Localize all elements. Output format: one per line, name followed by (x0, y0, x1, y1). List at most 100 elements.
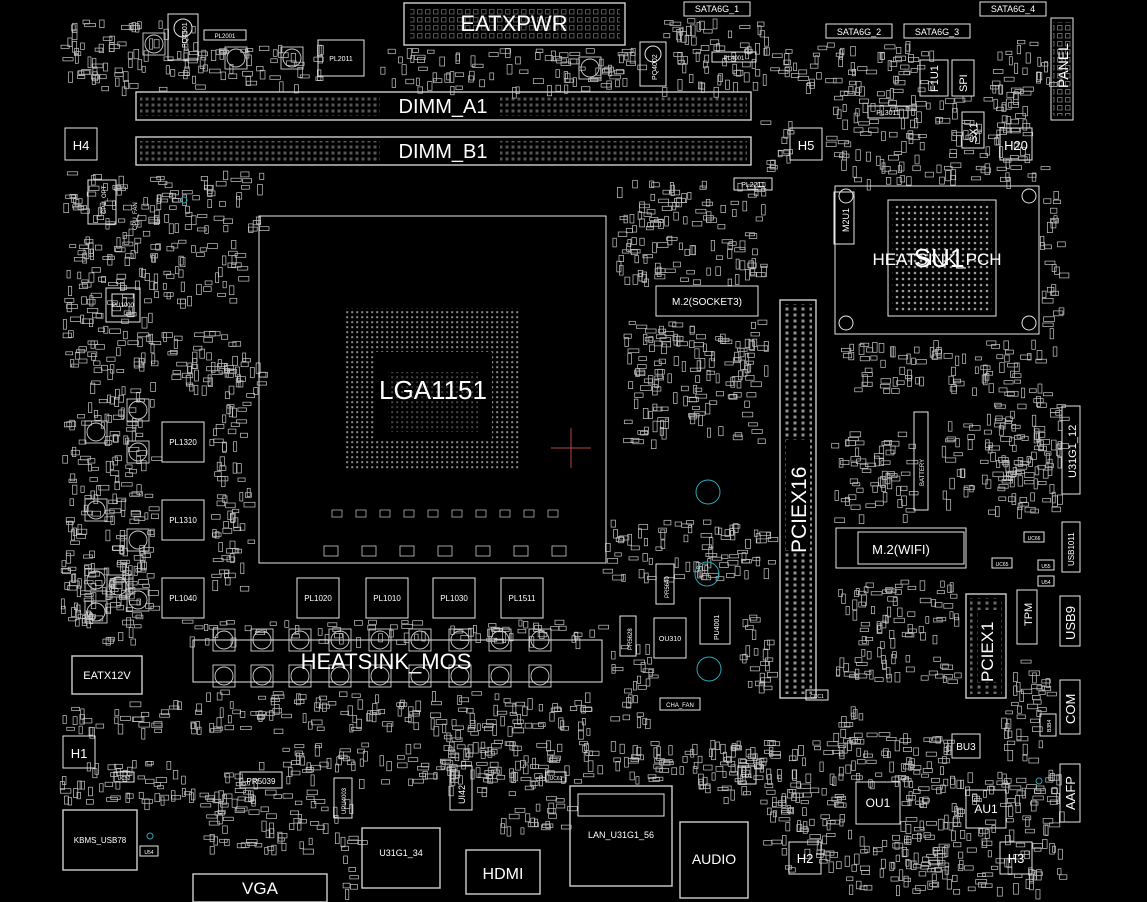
smd-component (928, 81, 934, 91)
smd-component (110, 515, 115, 525)
smd-component (691, 36, 697, 46)
smd-component (819, 761, 824, 772)
smd-component (843, 91, 856, 96)
smd-component (764, 36, 769, 47)
smd-component (859, 463, 869, 469)
smd-component (146, 573, 155, 579)
smd-component (470, 731, 479, 736)
smd-component (433, 772, 438, 780)
smd-component (745, 269, 750, 281)
smd-component (386, 761, 392, 772)
smd-component (846, 876, 854, 882)
smd-component (953, 378, 961, 384)
smd-component (912, 864, 922, 869)
sata-connector-3: SATA6G_3 (903, 23, 971, 39)
smd-component (278, 833, 288, 839)
smd-component (1050, 207, 1058, 214)
smd-component (1040, 166, 1051, 171)
smd-component (851, 712, 856, 720)
uc65-part: UC65 (991, 557, 1013, 569)
smd-component (1059, 416, 1070, 421)
smd-component (1053, 191, 1059, 200)
smd-component (888, 154, 899, 161)
smd-component (488, 623, 497, 628)
smd-component (928, 859, 940, 866)
smd-component (742, 653, 747, 664)
smd-component (582, 707, 593, 712)
smd-component (544, 769, 550, 781)
au1-chip: AU1 (965, 789, 1007, 829)
smd-component (196, 252, 205, 257)
smd-component (781, 136, 788, 144)
smd-component (882, 614, 888, 624)
smd-component (334, 815, 339, 824)
pq4002-label: PQ4002 (652, 54, 659, 80)
smd-component (956, 779, 962, 789)
smd-component (887, 596, 898, 602)
eatxpwr-label: EATXPWR (460, 11, 567, 36)
smd-component (1021, 787, 1027, 799)
smd-component (147, 590, 159, 596)
smd-component (62, 455, 68, 464)
smd-component (948, 822, 954, 831)
smd-component (114, 72, 124, 77)
smd-component (281, 843, 287, 852)
sata6g-3-label: SATA6G_3 (915, 27, 959, 37)
smd-component (855, 149, 861, 161)
smd-component (759, 672, 765, 685)
smd-component (972, 795, 980, 801)
smd-component (865, 637, 874, 641)
smd-component (999, 362, 1005, 373)
smd-component (750, 268, 756, 276)
smd-component (639, 237, 645, 246)
smd-component (899, 175, 906, 183)
smd-component (922, 768, 933, 773)
smd-component (731, 52, 737, 62)
smd-component (927, 880, 933, 890)
smd-component (1006, 740, 1016, 745)
smd-component (509, 711, 517, 716)
smd-component (272, 708, 282, 714)
smd-component (814, 746, 821, 751)
smd-component (848, 86, 854, 95)
smd-component (493, 704, 498, 717)
smd-component (228, 406, 234, 418)
smd-component (966, 833, 972, 841)
smd-component (998, 496, 1007, 501)
smd-component (952, 817, 960, 824)
smd-component (662, 189, 670, 195)
smd-component (654, 274, 666, 280)
smd-component (1051, 439, 1057, 451)
smd-component (997, 122, 1005, 128)
smd-component (835, 669, 841, 677)
smd-component (78, 358, 88, 364)
smd-component (965, 134, 973, 140)
smd-component (886, 177, 892, 185)
smd-component (356, 637, 362, 648)
smd-component (229, 540, 236, 549)
smd-component (838, 588, 843, 597)
pl1030-label: PL1030 (440, 594, 468, 603)
smd-component (855, 447, 860, 457)
smd-component (734, 432, 743, 438)
smd-component (895, 854, 900, 862)
smd-component (150, 341, 162, 346)
smd-component (500, 823, 505, 835)
smd-component (140, 560, 145, 571)
smd-component (512, 703, 517, 715)
cha-fan-label: CHA_FAN (666, 703, 694, 709)
smd-component (888, 100, 897, 106)
smd-component (871, 606, 876, 615)
smd-component (205, 638, 210, 646)
smd-component (1022, 754, 1028, 762)
smd-component (1021, 435, 1029, 441)
smd-component (699, 82, 706, 90)
smd-component (561, 776, 566, 784)
smd-component (134, 624, 142, 629)
smd-component (760, 120, 772, 125)
smd-component (1017, 502, 1023, 511)
smd-component (1042, 322, 1054, 327)
smd-component (757, 319, 768, 325)
smd-component (525, 813, 531, 823)
smd-component (219, 621, 228, 626)
